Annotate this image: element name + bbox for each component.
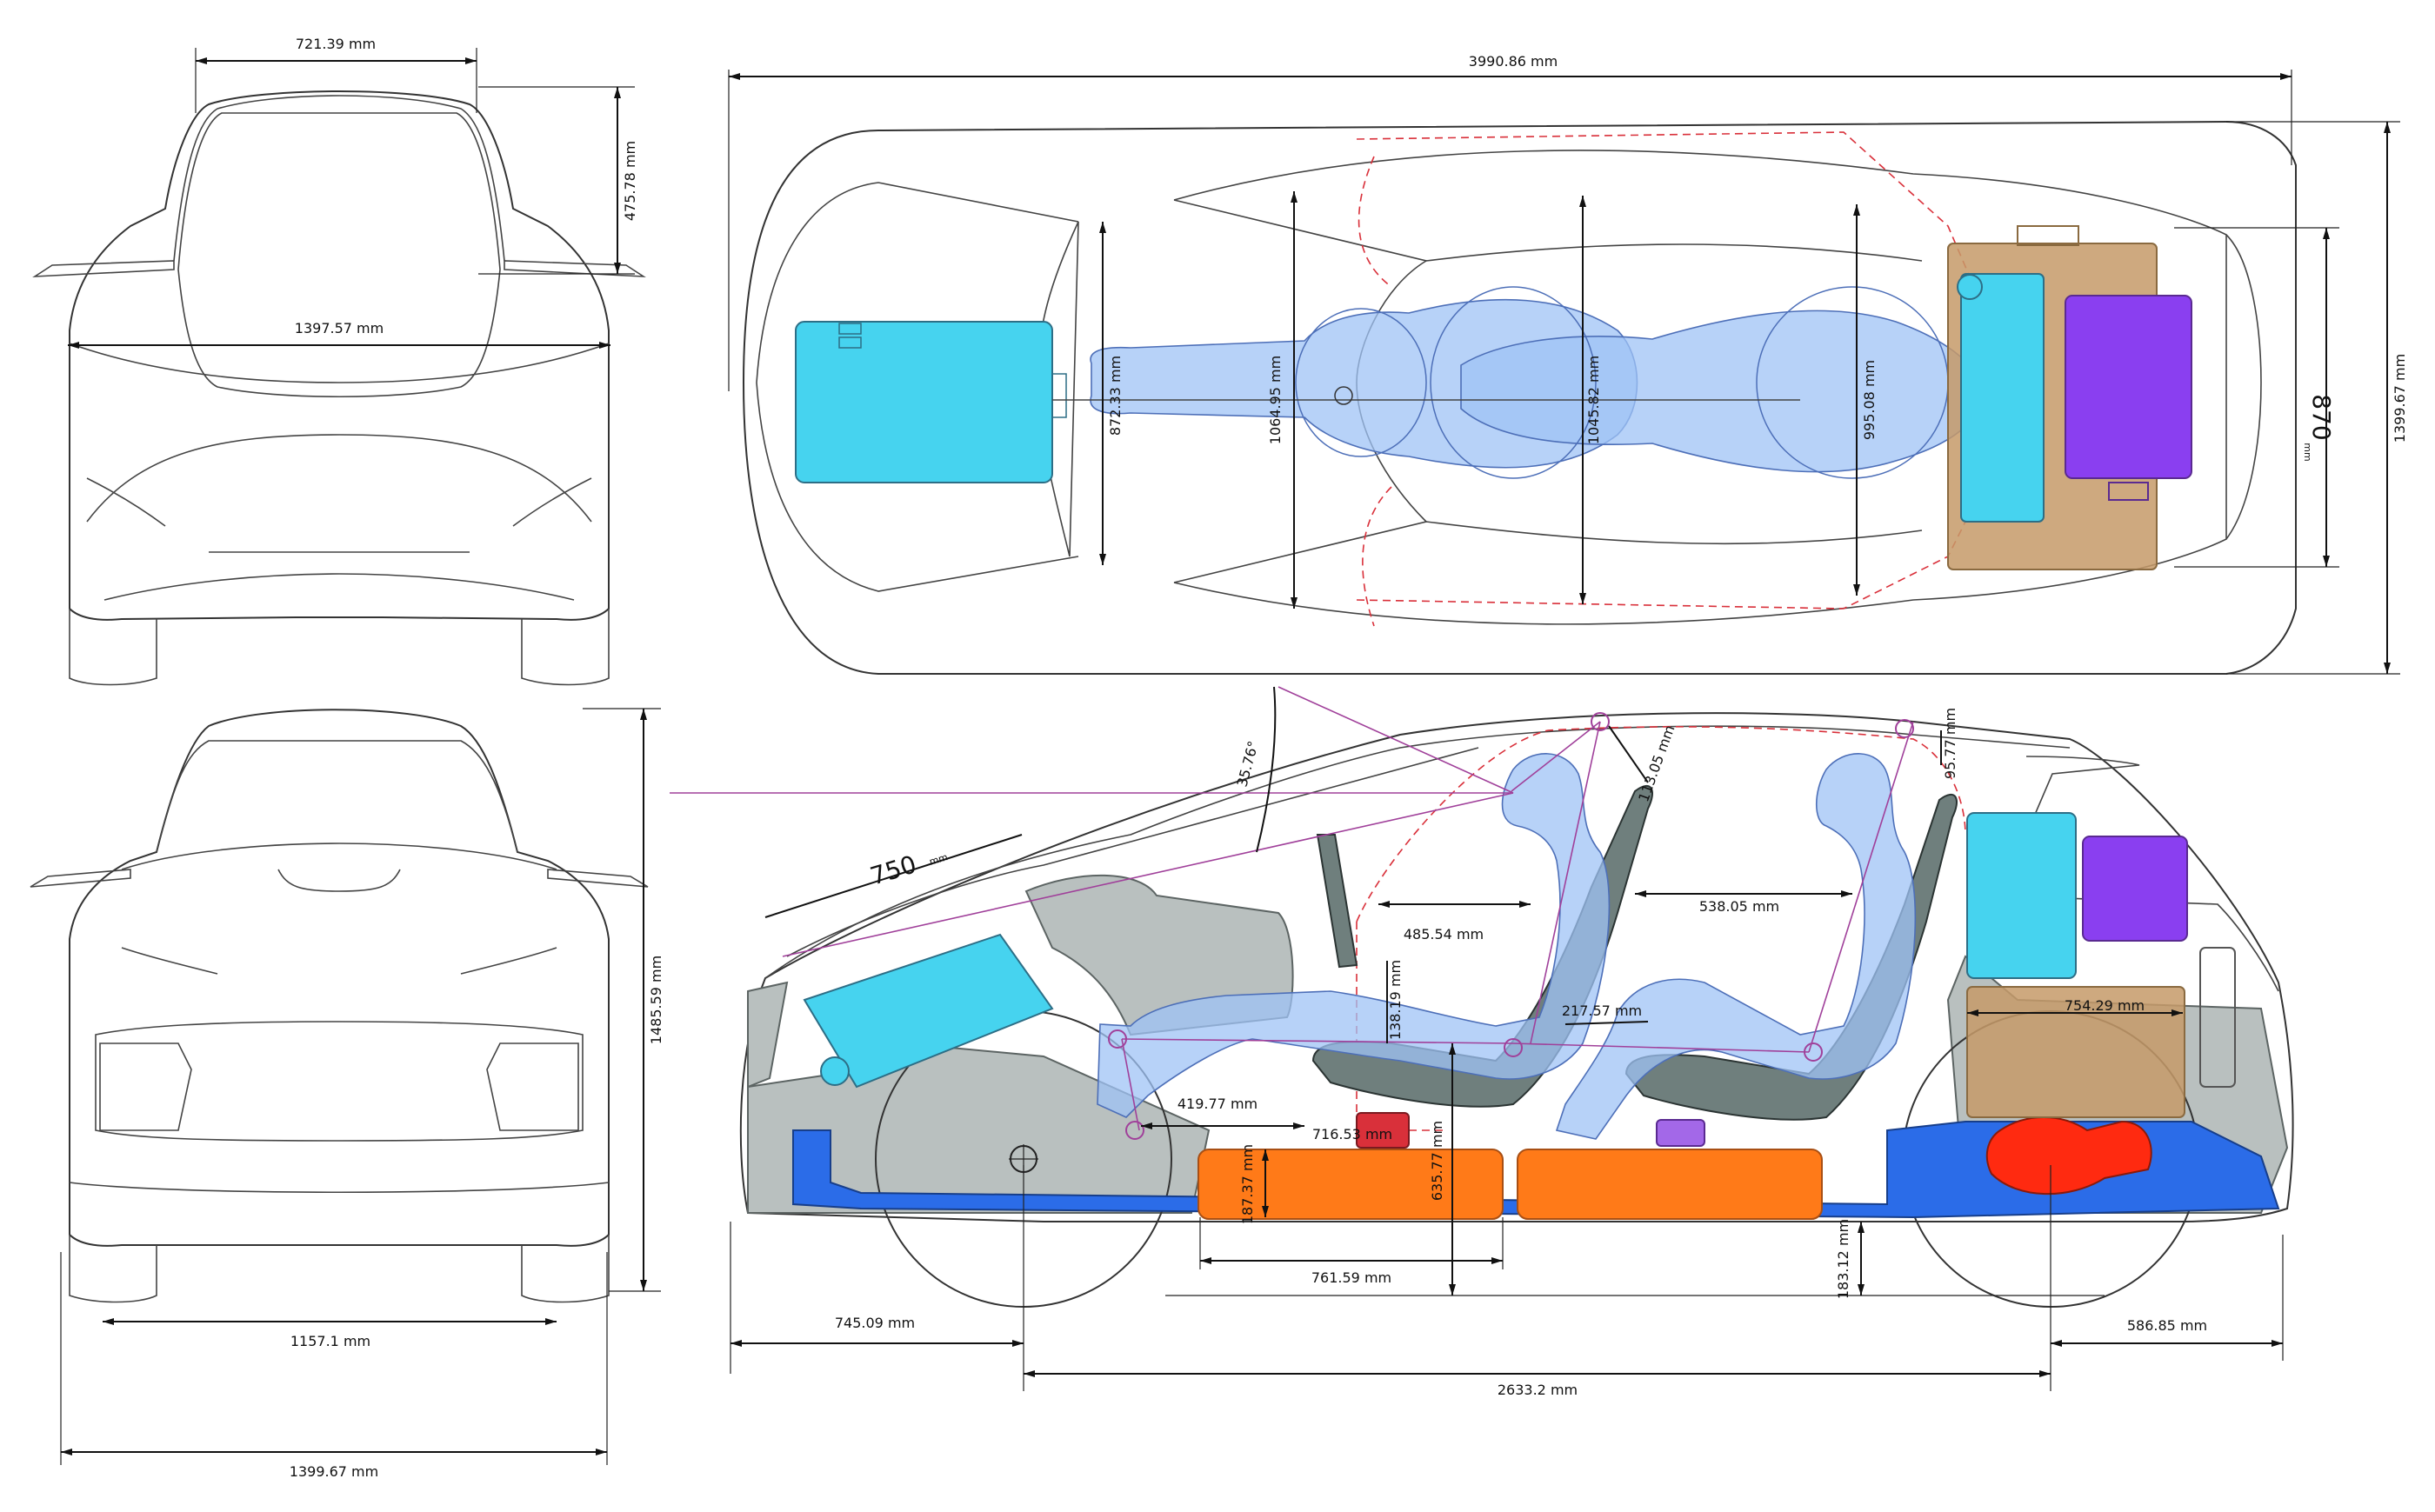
side-battery-height-label: 187.37 mm bbox=[1239, 1144, 1256, 1224]
front-mirror-width-label: 1397.57 mm bbox=[295, 320, 384, 336]
side-battery-length-label: 761.59 mm bbox=[1311, 1269, 1391, 1286]
motor bbox=[1985, 1116, 2152, 1196]
top-cabin-width-front-label: 872.33 mm bbox=[1107, 356, 1124, 436]
top-shoulder-mid-label: 1045.82 mm bbox=[1585, 356, 1602, 444]
front-view: 721.39 mm 475.78 mm 1397.57 mm bbox=[32, 36, 646, 686]
rear-luggage-cyan-side bbox=[1966, 812, 2077, 979]
top-luggage-width-label: 870 bbox=[2307, 394, 2336, 440]
side-hip-height-label: 635.77 mm bbox=[1429, 1121, 1445, 1201]
side-ground-clearance-label: 183.12 mm bbox=[1835, 1219, 1851, 1299]
side-rear-luggage-label: 754.29 mm bbox=[2065, 997, 2145, 1014]
occupant-rear-side bbox=[1555, 753, 1917, 1140]
battery-front bbox=[1197, 1149, 1504, 1220]
side-steering-dim-label: 485.54 mm bbox=[1404, 926, 1484, 943]
side-legroom-rear-label: 538.05 mm bbox=[1699, 898, 1779, 915]
steering-wheel bbox=[1316, 834, 1358, 969]
side-battery-small-label: 716.53 mm bbox=[1312, 1126, 1392, 1142]
side-knee-clearance-label: 217.57 mm bbox=[1562, 1002, 1642, 1019]
battery-rear bbox=[1517, 1149, 1823, 1220]
rear-track-label: 1157.1 mm bbox=[290, 1333, 370, 1349]
side-view: 35.76° 750 mm 113.05 mm 95.77 mm 485.54 … bbox=[670, 686, 2294, 1398]
aux-box-purple bbox=[1656, 1119, 1705, 1147]
top-luggage-width-unit: mm bbox=[2302, 443, 2313, 461]
side-steering-height-label: 138.19 mm bbox=[1387, 960, 1404, 1040]
side-wheelbase-label: 2633.2 mm bbox=[1498, 1382, 1578, 1398]
top-width-label: 1399.67 mm bbox=[2392, 354, 2408, 443]
side-rear-overhang-label: 586.85 mm bbox=[2127, 1317, 2207, 1334]
side-pedal-dim-label: 419.77 mm bbox=[1177, 1096, 1258, 1112]
rear-luggage-purple-side bbox=[2082, 836, 2188, 942]
rear-view: 1485.59 mm 1157.1 mm 1399.67 mm bbox=[30, 708, 664, 1480]
top-length-label: 3990.86 mm bbox=[1469, 53, 1558, 70]
side-windshield-angle-label: 35.76° bbox=[1234, 739, 1262, 789]
aux-box-red bbox=[1356, 1112, 1410, 1149]
drivetrain-tunnel bbox=[792, 1121, 2280, 1219]
rear-luggage-tan-side bbox=[1966, 986, 2185, 1118]
rear-luggage-purple-top bbox=[2065, 295, 2192, 479]
occupant-front-side bbox=[1097, 753, 1611, 1118]
side-front-luggage-label: 750 bbox=[867, 849, 920, 890]
side-headroom-rear-label: 95.77 mm bbox=[1942, 708, 1958, 779]
top-shoulder-front-label: 1064.95 mm bbox=[1267, 356, 1284, 444]
front-roof-width-label: 721.39 mm bbox=[296, 36, 376, 52]
side-front-luggage-unit: mm bbox=[928, 851, 949, 868]
rear-width-label: 1399.67 mm bbox=[290, 1463, 378, 1480]
front-glass-height-label: 475.78 mm bbox=[622, 141, 638, 221]
rear-luggage-outline-side bbox=[2199, 947, 2236, 1088]
front-trunk-suitcase bbox=[795, 321, 1053, 483]
top-view: 3990.86 mm 1399.67 mm 870 mm 872.33 mm 1… bbox=[728, 53, 2408, 675]
top-shoulder-rear-label: 995.08 mm bbox=[1861, 360, 1878, 440]
side-front-overhang-label: 745.09 mm bbox=[835, 1315, 915, 1331]
side-headroom-front-label: 113.05 mm bbox=[1635, 723, 1678, 804]
rear-luggage-cyan-top bbox=[1960, 273, 2045, 523]
rear-height-label: 1485.59 mm bbox=[648, 956, 664, 1044]
